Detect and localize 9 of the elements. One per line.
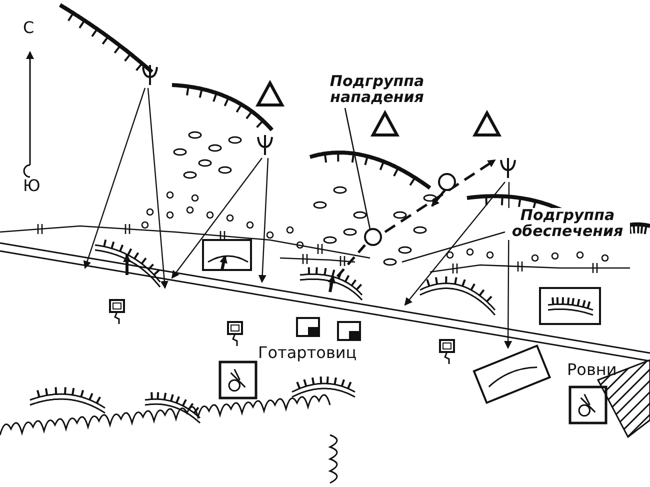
position-circle xyxy=(364,228,382,246)
place-name: Ровни xyxy=(567,362,617,379)
group-label: Подгруппа нападения xyxy=(322,74,432,106)
leader-line xyxy=(344,108,371,230)
compass-letter: С xyxy=(23,20,34,37)
place-name: Готартовиц xyxy=(258,345,357,362)
leader-line xyxy=(402,231,506,263)
compass-letter: Ю xyxy=(23,178,40,195)
group-label: Подгруппа обеспечения xyxy=(505,208,630,240)
